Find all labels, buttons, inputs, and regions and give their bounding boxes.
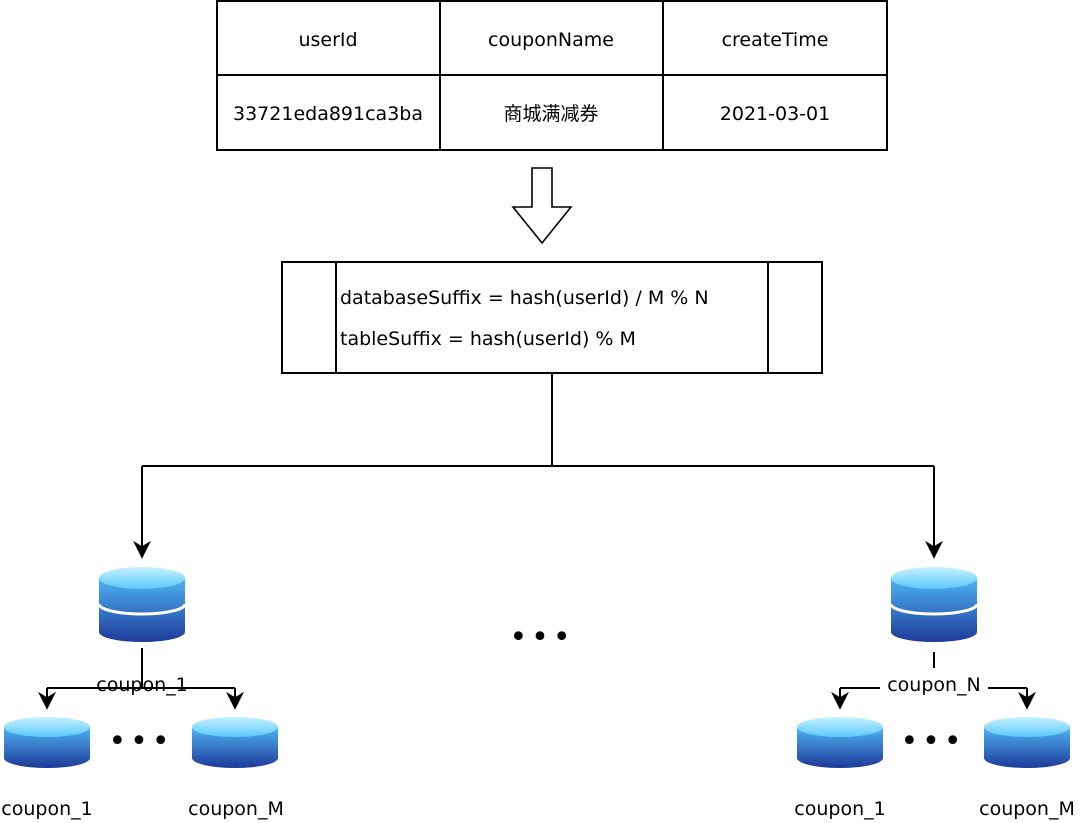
cell-couponname: 商城满减券 xyxy=(503,103,598,125)
routing-connectors xyxy=(133,373,943,559)
database-group-n: coupon_N coupon_1 ••• coupon_M xyxy=(794,567,1075,820)
header-createtime: createTime xyxy=(722,29,829,51)
database-group-1: coupon_1 coupon_1 ••• coupon_M xyxy=(1,567,284,820)
database-icon xyxy=(889,567,979,642)
table-icon xyxy=(192,717,278,768)
record-table: userId couponName createTime 33721eda891… xyxy=(216,0,888,151)
flow-down-arrow-icon xyxy=(511,167,573,245)
header-userid: userId xyxy=(298,29,357,51)
table-icon xyxy=(984,717,1070,768)
database-icon xyxy=(97,567,187,642)
table-label: coupon_M xyxy=(188,798,284,820)
databases-ellipsis: ••• xyxy=(509,620,574,655)
table-label: coupon_1 xyxy=(794,798,885,820)
cell-userid: 33721eda891ca3ba xyxy=(233,103,423,125)
cell-createtime: 2021-03-01 xyxy=(720,103,830,125)
table-label: coupon_1 xyxy=(1,798,92,820)
database-suffix-formula: databaseSuffix = hash(userId) / M % N xyxy=(340,287,709,309)
table-label: coupon_M xyxy=(979,798,1075,820)
header-couponname: couponName xyxy=(488,29,614,51)
database-label: coupon_1 xyxy=(96,674,187,696)
database-label: coupon_N xyxy=(887,674,981,696)
tables-ellipsis: ••• xyxy=(900,724,965,759)
table-icon xyxy=(4,717,90,768)
table-icon xyxy=(797,717,883,768)
tables-ellipsis: ••• xyxy=(108,724,173,759)
routing-formula-box: databaseSuffix = hash(userId) / M % N ta… xyxy=(281,261,823,374)
table-suffix-formula: tableSuffix = hash(userId) % M xyxy=(340,328,636,350)
